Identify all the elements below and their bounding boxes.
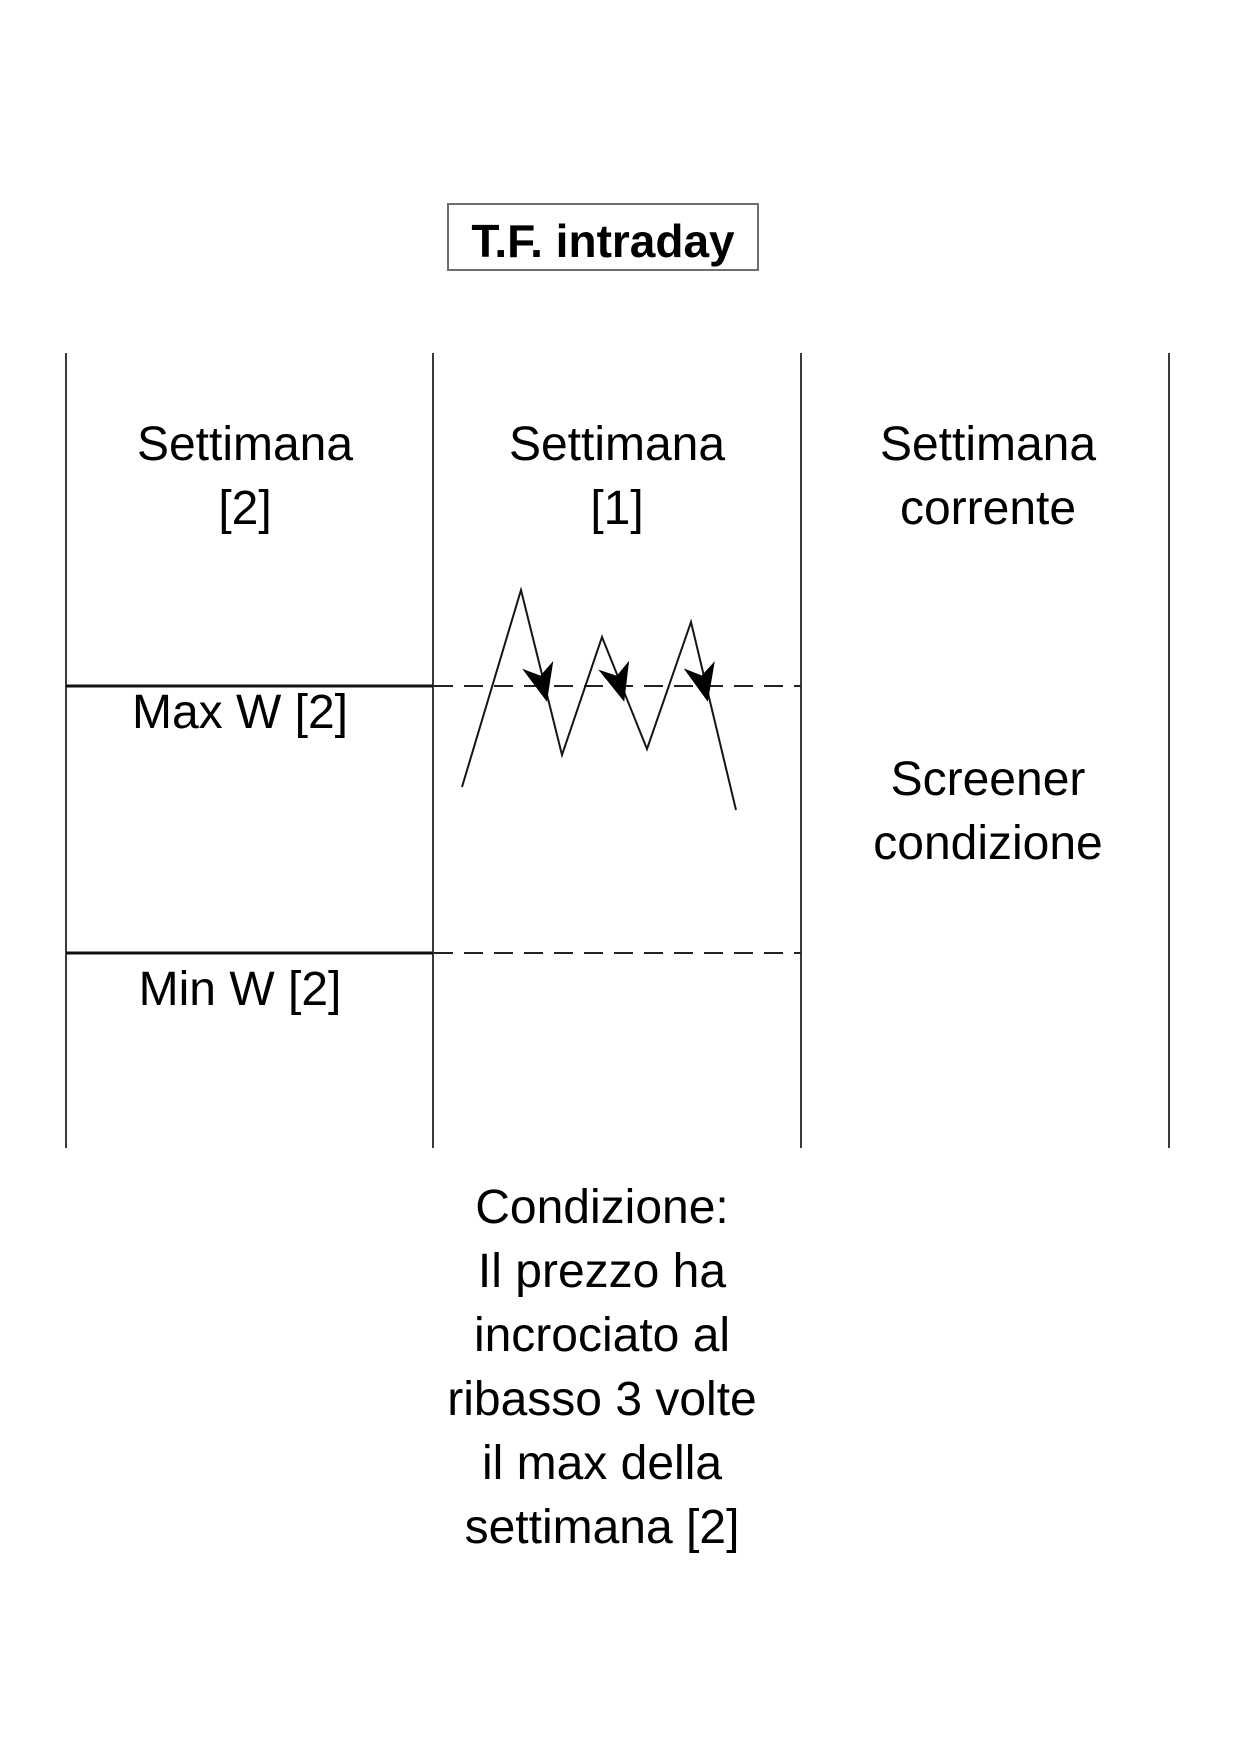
crossing-arrows: [522, 660, 715, 702]
screener-note-line1: Screener: [891, 753, 1086, 806]
down-arrow-3-icon: [683, 661, 715, 702]
column-week2-header: Settimana [2]: [137, 418, 353, 535]
column-week1-label-line1: Settimana: [509, 418, 725, 471]
price-zigzag-line: [461, 586, 737, 811]
column-week2-label-line2: [2]: [218, 482, 271, 535]
condition-line-1: Condizione:: [475, 1181, 729, 1234]
screener-note: Screener condizione: [873, 753, 1103, 870]
condition-line-2: Il prezzo ha: [478, 1245, 726, 1298]
down-arrow-2-icon: [598, 660, 630, 702]
min-level-label: Min W [2]: [139, 963, 342, 1016]
condition-line-5: il max della: [482, 1437, 722, 1490]
page-title: T.F. intraday: [471, 215, 735, 267]
column-week2-label-line1: Settimana: [137, 418, 353, 471]
column-current-label-line1: Settimana: [880, 418, 1096, 471]
condition-line-6: settimana [2]: [465, 1501, 740, 1554]
condition-line-3: incrociato al: [474, 1309, 730, 1362]
column-week1-header: Settimana [1]: [509, 418, 725, 535]
down-arrow-1-icon: [522, 661, 554, 702]
condition-text-block: Condizione: Il prezzo ha incrociato al r…: [447, 1181, 757, 1554]
column-current-header: Settimana corrente: [880, 418, 1096, 535]
title-box: [447, 203, 759, 271]
column-current-label-line2: corrente: [900, 482, 1076, 535]
max-level-label: Max W [2]: [132, 686, 348, 739]
screener-note-line2: condizione: [873, 817, 1103, 870]
column-week1-label-line2: [1]: [590, 482, 643, 535]
condition-line-4: ribasso 3 volte: [447, 1373, 757, 1426]
